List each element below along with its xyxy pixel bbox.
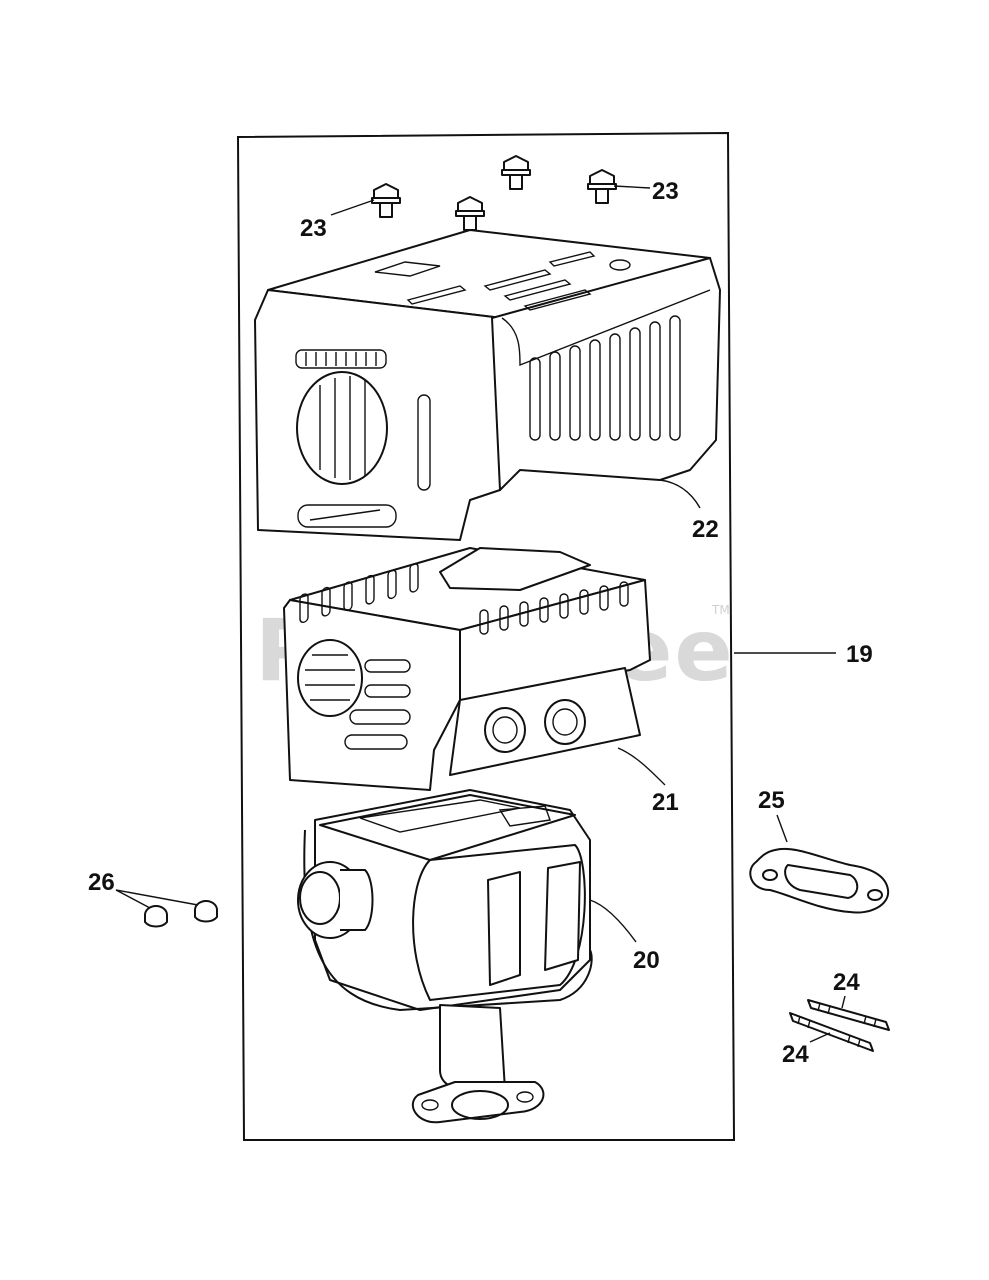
assembly-frame <box>236 131 736 1141</box>
callout-23-left: 23 <box>300 215 327 242</box>
callout-22: 22 <box>692 516 719 543</box>
callout-20: 20 <box>633 947 660 974</box>
muffler-cover-21 <box>283 547 651 791</box>
stud-24-a <box>807 999 890 1031</box>
nut-26-a <box>144 905 168 928</box>
cover-top-vents <box>299 562 419 624</box>
callout-24-bottom: 24 <box>782 1041 809 1068</box>
stud-24-b <box>789 1012 874 1052</box>
callout-19: 19 <box>846 641 873 668</box>
heat-shield-22 <box>254 229 721 541</box>
nut-26-group <box>144 900 218 928</box>
heat-shield-top-vents <box>374 251 631 311</box>
nut-26-b <box>194 900 218 923</box>
callout-21: 21 <box>652 789 679 816</box>
callout-26: 26 <box>88 869 115 896</box>
callout-24-top: 24 <box>833 969 860 996</box>
bolt-23-c <box>501 155 531 190</box>
watermark-trademark: TM <box>711 603 730 617</box>
muffler-20 <box>297 789 593 1124</box>
gasket-25 <box>749 847 890 914</box>
bolt-23-d <box>587 169 617 204</box>
stud-24-group <box>789 999 890 1052</box>
bolt-23-b <box>455 196 485 231</box>
bolt-23-a <box>371 183 401 218</box>
callout-25: 25 <box>758 787 785 814</box>
leader-lines <box>115 185 846 1043</box>
bolt-23-group <box>371 155 617 231</box>
heat-shield-round-vent <box>296 371 388 485</box>
callout-23-right: 23 <box>652 178 679 205</box>
heat-shield-side-vents <box>529 315 681 441</box>
callout-labels: 23 23 22 19 21 25 20 26 24 24 <box>88 178 873 1068</box>
